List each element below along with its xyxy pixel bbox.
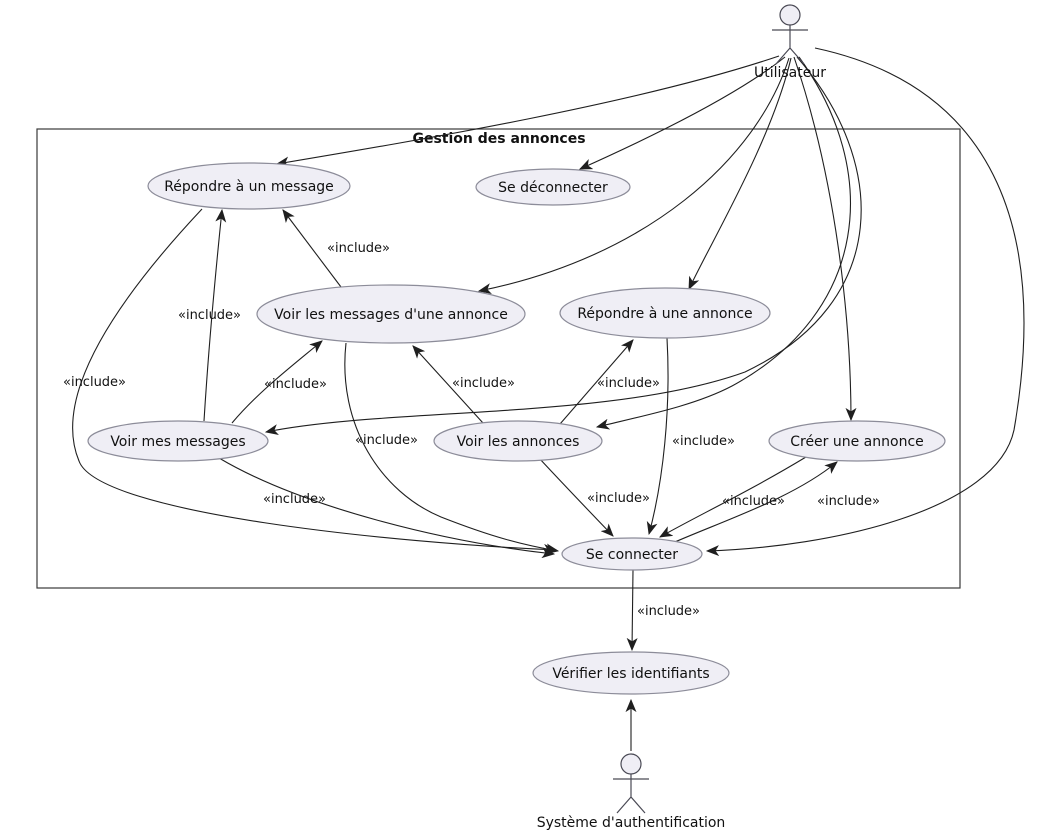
edge-utilisateur-to-repondre-annonce <box>688 57 792 290</box>
edge-voir-messages-annonce-to-repondre-message <box>282 209 342 288</box>
usecase-ellipse-repondre-annonce <box>559 287 771 339</box>
usecase-repondre-annonce: Répondre à une annonce <box>559 287 771 339</box>
usecase-label-voir-mes-messages: Voir mes messages <box>110 434 245 450</box>
include-label-voir-annonces-to-repondre-annonce: «include» <box>597 376 660 391</box>
include-label-se-connecter-to-creer-annonce: «include» <box>817 494 880 509</box>
usecase-label-se-deconnecter: Se déconnecter <box>498 180 608 196</box>
edge-utilisateur-to-voir-annonces <box>595 56 851 430</box>
edge-repondre-message-to-se-connecter <box>72 208 558 555</box>
include-label-se-connecter-to-verifier-identifiants: «include» <box>637 604 700 619</box>
usecase-ellipse-se-connecter <box>561 537 703 571</box>
include-label-voir-annonces-to-voir-messages-annonce: «include» <box>452 376 515 391</box>
usecase-ellipse-voir-messages-annonce <box>256 284 526 344</box>
usecase-label-verifier-identifiants: Vérifier les identifiants <box>552 666 709 682</box>
include-label-voir-mes-messages-to-voir-messages-annonce: «include» <box>264 377 327 392</box>
actor-head-utilisateur <box>779 4 801 26</box>
usecase-voir-annonces: Voir les annonces <box>433 420 603 462</box>
edge-utilisateur-to-voir-mes-messages <box>264 56 862 436</box>
usecase-ellipse-repondre-message <box>147 162 351 210</box>
include-label-repondre-annonce-to-se-connecter: «include» <box>672 434 735 449</box>
usecase-label-voir-messages-annonce: Voir les messages d'une annonce <box>274 307 508 323</box>
usecase-label-creer-annonce: Créer une annonce <box>790 434 924 450</box>
usecase-verifier-identifiants: Vérifier les identifiants <box>532 651 730 695</box>
package-title: Gestion des annonces <box>412 131 585 147</box>
usecase-ellipse-voir-annonces <box>433 420 603 462</box>
package-frame <box>36 128 961 589</box>
edge-voir-annonces-to-repondre-annonce <box>559 339 634 425</box>
include-label-voir-annonces-to-se-connecter: «include» <box>587 491 650 506</box>
actor-body-utilisateur <box>772 25 808 65</box>
include-label-voir-messages-annonce-to-repondre-message: «include» <box>327 241 390 256</box>
edge-utilisateur-to-creer-annonce <box>793 56 857 422</box>
include-label-creer-annonce-to-se-connecter: «include» <box>722 494 785 509</box>
actor-systeme-authentification: Système d'authentification <box>537 753 726 831</box>
usecase-ellipse-creer-annonce <box>768 420 946 462</box>
include-label-voir-mes-messages-to-repondre-message: «include» <box>178 308 241 323</box>
usecase-se-deconnecter: Se déconnecter <box>475 168 631 206</box>
usecase-ellipse-se-deconnecter <box>475 168 631 206</box>
include-label-voir-messages-annonce-to-se-connecter: «include» <box>355 433 418 448</box>
usecase-creer-annonce: Créer une annonce <box>768 420 946 462</box>
usecase-voir-messages-annonce: Voir les messages d'une annonce <box>256 284 526 344</box>
edge-voir-mes-messages-to-se-connecter <box>218 457 556 559</box>
edge-utilisateur-to-se-deconnecter <box>578 56 786 170</box>
usecase-ellipse-voir-mes-messages <box>87 420 269 462</box>
edge-utilisateur-to-se-connecter <box>705 47 1025 557</box>
usecase-label-voir-annonces: Voir les annonces <box>457 434 580 450</box>
usecase-voir-mes-messages: Voir mes messages <box>87 420 269 462</box>
edge-repondre-annonce-to-se-connecter <box>646 337 669 536</box>
edge-se-connecter-to-creer-annonce <box>667 461 838 546</box>
usecase-se-connecter: Se connecter <box>561 537 703 571</box>
actor-head-systeme-authentification <box>620 753 642 775</box>
actor-utilisateur: Utilisateur <box>754 4 826 81</box>
usecase-label-se-connecter: Se connecter <box>586 547 678 563</box>
edge-voir-mes-messages-to-repondre-message <box>203 208 227 422</box>
actor-label-systeme-authentification: Système d'authentification <box>537 815 726 831</box>
include-label-repondre-message-to-se-connecter: «include» <box>63 375 126 390</box>
actor-body-systeme-authentification <box>613 774 649 814</box>
usecase-repondre-message: Répondre à un message <box>147 162 351 210</box>
usecase-label-repondre-message: Répondre à un message <box>164 179 334 195</box>
edge-voir-mes-messages-to-voir-messages-annonce <box>231 340 323 424</box>
usecase-label-repondre-annonce: Répondre à une annonce <box>577 306 752 322</box>
edge-utilisateur-to-voir-messages-annonce <box>477 57 790 295</box>
actor-label-utilisateur: Utilisateur <box>754 65 826 81</box>
edge-se-connecter-to-verifier-identifiants <box>626 569 638 652</box>
edge-creer-annonce-to-se-connecter <box>659 456 807 538</box>
edge-voir-messages-annonce-to-se-connecter <box>344 342 560 555</box>
edge-voir-annonces-to-voir-messages-annonce <box>412 345 484 424</box>
include-label-voir-mes-messages-to-se-connecter: «include» <box>263 492 326 507</box>
edge-utilisateur-to-repondre-message <box>275 55 780 168</box>
usecase-ellipse-verifier-identifiants <box>532 651 730 695</box>
edge-voir-annonces-to-se-connecter <box>538 457 614 537</box>
